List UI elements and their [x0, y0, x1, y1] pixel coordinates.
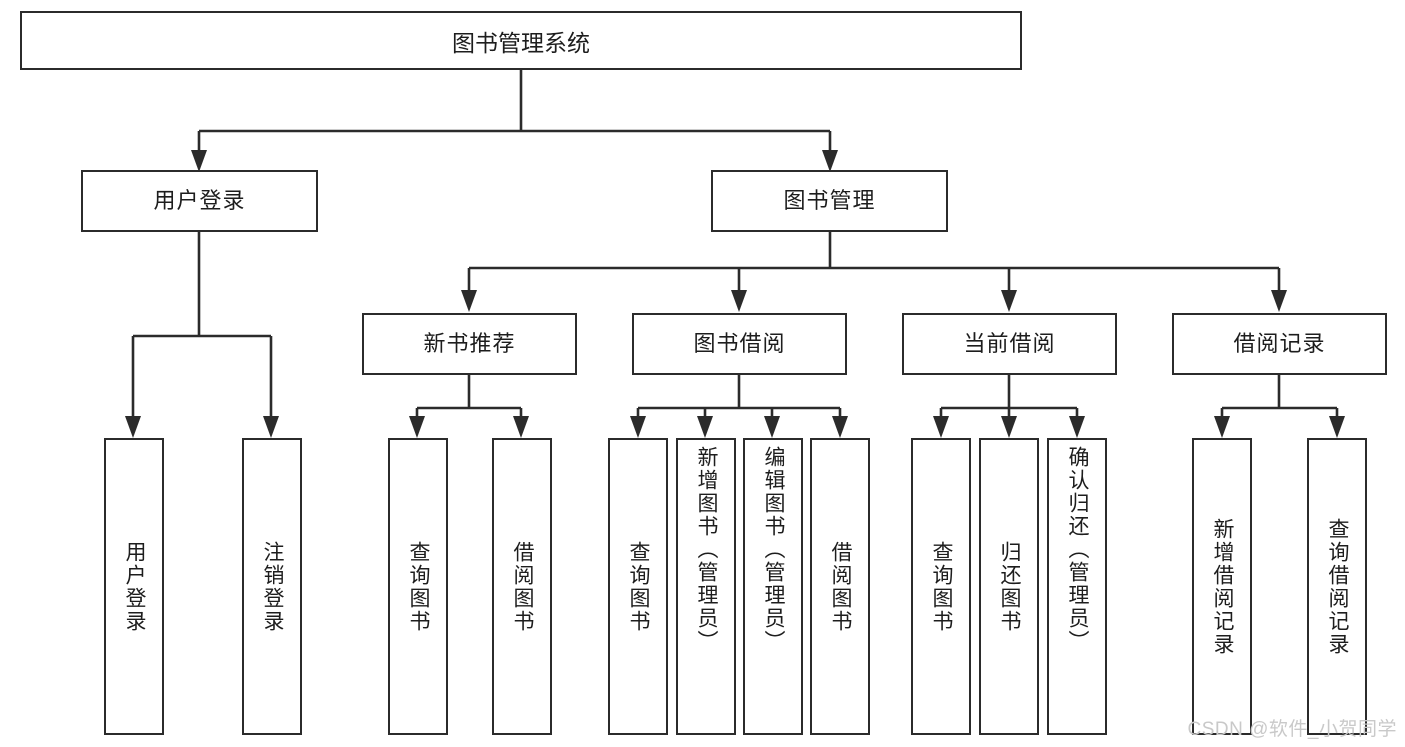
leaf-query-borrow-record[interactable]: 查询借阅记录: [1307, 438, 1367, 735]
node-label: 图书管理系统: [452, 29, 590, 56]
leaf-borrow-book-borrow[interactable]: 借阅图书: [810, 438, 870, 735]
leaf-borrow-book-newbook[interactable]: 借阅图书: [492, 438, 552, 735]
leaf-query-book-newbook[interactable]: 查询图书: [388, 438, 448, 735]
arrowhead-leaf-4: [513, 416, 529, 438]
leaf-label: 查询图书: [627, 540, 651, 633]
node-book-borrow[interactable]: 图书借阅: [632, 313, 847, 375]
arrowhead-leaf-5: [630, 416, 646, 438]
node-root-system[interactable]: 图书管理系统: [20, 11, 1022, 70]
arrowhead-leaf-8: [832, 416, 848, 438]
arrowhead-leaf-12: [1214, 416, 1230, 438]
arrowhead-leaf-10: [1001, 416, 1017, 438]
leaf-label: 借阅图书: [829, 540, 853, 633]
leaf-label: 确认归还（管理员）: [1066, 446, 1090, 653]
leaf-label: 借阅图书: [511, 540, 535, 633]
node-current-borrow[interactable]: 当前借阅: [902, 313, 1117, 375]
leaf-label: 编辑图书（管理员）: [762, 446, 786, 653]
arrowhead-leaf-11: [1069, 416, 1085, 438]
arrowhead-current-borrow: [1001, 290, 1017, 312]
node-label: 图书借阅: [693, 330, 786, 356]
leaf-label: 用户登录: [123, 540, 147, 633]
node-new-book-recommend[interactable]: 新书推荐: [362, 313, 577, 375]
leaf-label: 查询图书: [930, 540, 954, 633]
leaf-query-book-borrow[interactable]: 查询图书: [608, 438, 668, 735]
node-user-login[interactable]: 用户登录: [81, 170, 318, 232]
node-label: 当前借阅: [963, 330, 1056, 356]
arrowhead-leaf-6: [697, 416, 713, 438]
leaf-label: 新增图书（管理员）: [695, 446, 719, 653]
node-label: 新书推荐: [423, 330, 516, 356]
node-book-management[interactable]: 图书管理: [711, 170, 948, 232]
leaf-logout[interactable]: 注销登录: [242, 438, 302, 735]
leaf-label: 查询图书: [407, 540, 431, 633]
arrowhead-leaf-3: [409, 416, 425, 438]
arrowhead-user-login: [191, 150, 207, 172]
leaf-edit-book-admin[interactable]: 编辑图书（管理员）: [743, 438, 803, 735]
arrowhead-leaf-7: [764, 416, 780, 438]
node-label: 图书管理: [783, 187, 876, 213]
leaf-add-borrow-record[interactable]: 新增借阅记录: [1192, 438, 1252, 735]
leaf-label: 注销登录: [261, 540, 285, 633]
arrowhead-leaf-2: [263, 416, 279, 438]
node-label: 用户登录: [153, 187, 246, 213]
arrowhead-borrow-book: [731, 290, 747, 312]
arrowhead-new-book: [461, 290, 477, 312]
arrowhead-leaf-1: [125, 416, 141, 438]
leaf-label: 归还图书: [998, 540, 1022, 633]
arrowhead-leaf-9: [933, 416, 949, 438]
arrowhead-book-manage: [822, 150, 838, 172]
leaf-label: 查询借阅记录: [1326, 517, 1350, 656]
arrowhead-borrow-record: [1271, 290, 1287, 312]
node-label: 借阅记录: [1233, 330, 1326, 356]
arrowhead-leaf-13: [1329, 416, 1345, 438]
leaf-confirm-return-admin[interactable]: 确认归还（管理员）: [1047, 438, 1107, 735]
leaf-add-book-admin[interactable]: 新增图书（管理员）: [676, 438, 736, 735]
leaf-query-book-current[interactable]: 查询图书: [911, 438, 971, 735]
leaf-return-book[interactable]: 归还图书: [979, 438, 1039, 735]
node-borrow-record[interactable]: 借阅记录: [1172, 313, 1387, 375]
leaf-label: 新增借阅记录: [1211, 517, 1235, 656]
leaf-user-login[interactable]: 用户登录: [104, 438, 164, 735]
